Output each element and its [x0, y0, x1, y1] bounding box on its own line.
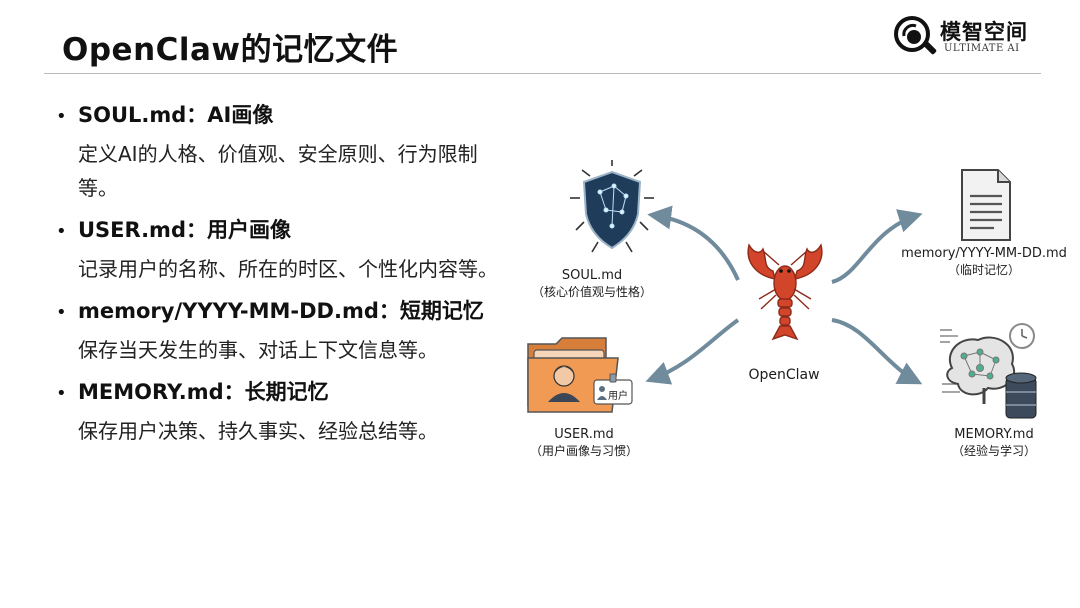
brain-database-icon: [940, 323, 1037, 419]
arrow-to-longterm-memory: [831, 318, 923, 385]
user-label: USER.md （用户画像与习惯）: [520, 427, 648, 459]
list-item: • SOUL.md：AI画像 定义AI的人格、价值观、安全原则、行为限制等。: [56, 98, 516, 205]
list-item: • MEMORY.md：长期记忆 保存用户决策、持久事实、经验总结等。: [56, 375, 516, 448]
brand-logo: 模智空间 ULTIMATE AI: [892, 14, 1052, 62]
bullet-dot: •: [56, 106, 67, 127]
bullet-dot: •: [56, 302, 67, 323]
daily-memory-caption: （临时记忆）: [947, 263, 1020, 277]
bullet-dot: •: [56, 221, 67, 242]
title-divider: [44, 73, 1041, 74]
lobster-icon: [747, 243, 823, 341]
arrow-to-user: [645, 318, 740, 385]
bullet-heading: MEMORY.md：长期记忆: [78, 380, 329, 404]
bullet-dot: •: [56, 383, 67, 404]
memory-diagram: 用户: [520, 160, 1080, 480]
bullet-heading: SOUL.md：AI画像: [78, 103, 274, 127]
magnifier-icon: [894, 16, 937, 55]
user-folder-icon: 用户: [527, 337, 633, 413]
bullet-description: 记录用户的名称、所在的时区、个性化内容等。: [78, 257, 498, 281]
arrow-to-daily-memory: [831, 209, 923, 284]
longterm-memory-caption: （经验与学习）: [951, 444, 1036, 458]
list-item: • USER.md：用户画像 记录用户的名称、所在的时区、个性化内容等。: [56, 213, 516, 286]
document-icon: [961, 169, 1011, 241]
page-title: OpenClaw的记忆文件: [62, 32, 399, 68]
bullet-description: 保存用户决策、持久事实、经验总结等。: [78, 419, 438, 443]
list-item: • memory/YYYY-MM-DD.md：短期记忆 保存当天发生的事、对话上下…: [56, 294, 516, 367]
openclaw-name: OpenClaw: [748, 367, 820, 383]
user-file-name: USER.md: [554, 427, 614, 442]
longterm-memory-label: MEMORY.md （经验与学习）: [932, 427, 1056, 459]
openclaw-label: OpenClaw: [734, 367, 834, 383]
soul-file-name: SOUL.md: [561, 268, 623, 283]
bullet-heading: USER.md：用户画像: [78, 218, 291, 242]
bullet-description: 定义AI的人格、价值观、安全原则、行为限制等。: [78, 142, 478, 200]
soul-file-caption: （核心价值观与性格）: [531, 285, 652, 299]
arrow-to-soul: [647, 205, 740, 281]
user-badge-label: 用户: [608, 389, 628, 402]
bullet-list: • SOUL.md：AI画像 定义AI的人格、价值观、安全原则、行为限制等。 • U…: [56, 98, 516, 456]
daily-memory-file-name: memory/YYYY-MM-DD.md: [901, 246, 1067, 261]
shield-icon: [570, 160, 654, 253]
diagram-graphics: 用户: [527, 160, 1037, 419]
user-file-caption: （用户画像与习惯）: [529, 444, 638, 458]
longterm-memory-file-name: MEMORY.md: [954, 427, 1034, 442]
logo-name: 模智空间: [940, 20, 1028, 44]
soul-label: SOUL.md （核心价值观与性格）: [524, 268, 660, 300]
bullet-heading: memory/YYYY-MM-DD.md：短期记忆: [78, 299, 484, 323]
logo-subtitle: ULTIMATE AI: [944, 43, 1020, 54]
bullet-description: 保存当天发生的事、对话上下文信息等。: [78, 338, 438, 362]
daily-memory-label: memory/YYYY-MM-DD.md （临时记忆）: [892, 246, 1076, 278]
